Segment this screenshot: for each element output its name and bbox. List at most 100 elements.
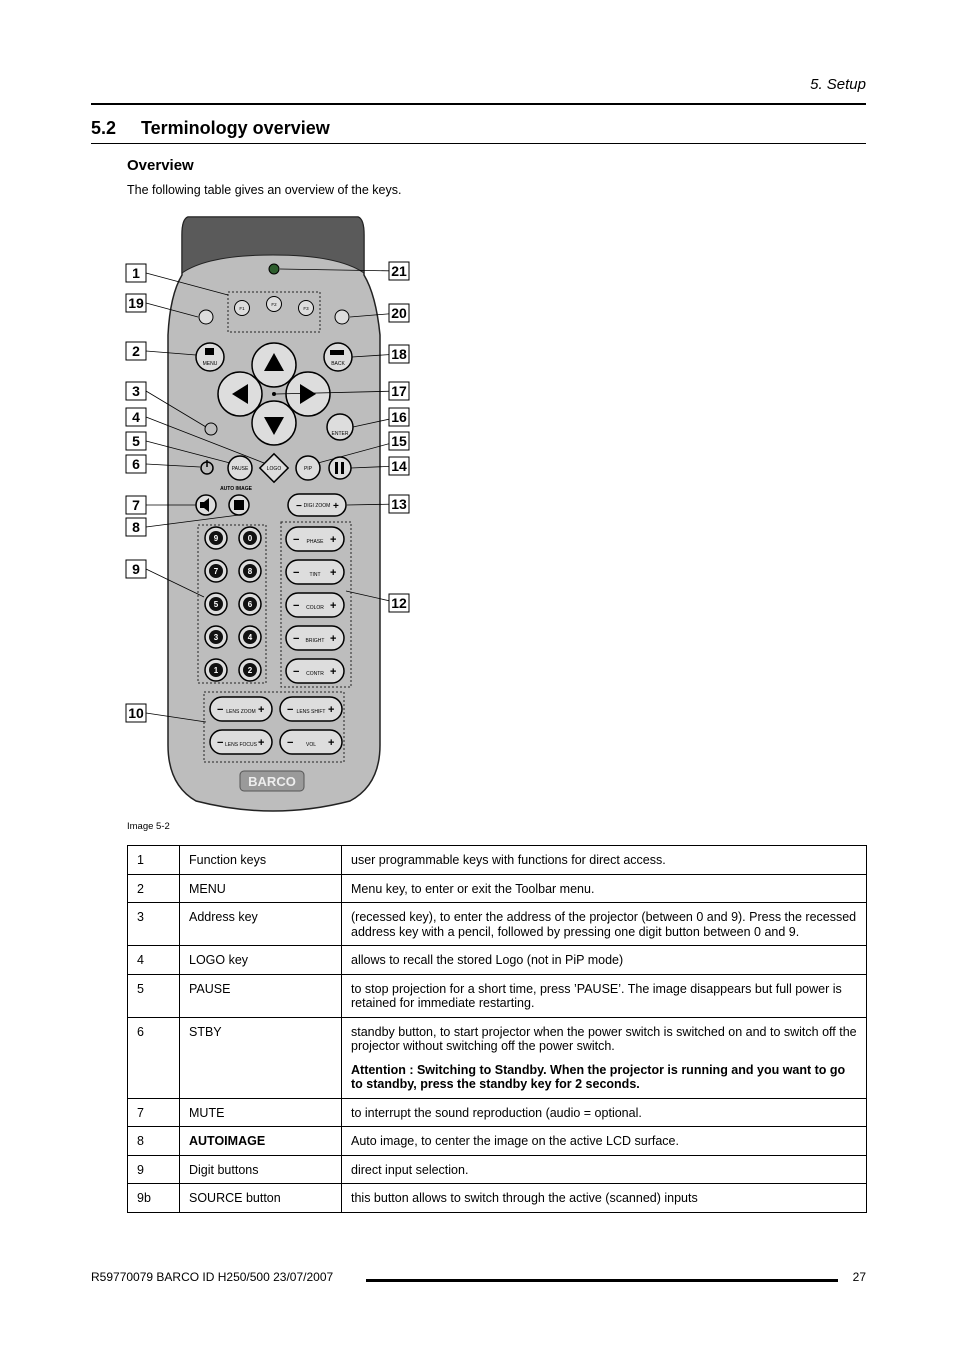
plus-icon: + (330, 534, 336, 546)
back-button[interactable]: BACK (323, 342, 353, 372)
key-description: Menu key, to enter or exit the Toolbar m… (341, 873, 867, 903)
navigation-pad[interactable] (217, 342, 331, 446)
key-description: to stop projection for a short time, pre… (341, 973, 867, 1018)
callout-number: 1 (132, 265, 140, 281)
key-description-text: allows to recall the stored Logo (not in… (351, 953, 624, 967)
brand-plate (239, 770, 305, 792)
lens-zoom-button[interactable] (209, 696, 273, 722)
digit-label: 2 (248, 666, 253, 675)
callout-box (388, 381, 410, 401)
pause-button[interactable]: PAUSE (227, 455, 253, 481)
key-number: 6 (127, 1016, 180, 1099)
bright-button-label: BRIGHT (306, 638, 325, 644)
plus-icon: + (330, 666, 336, 678)
tint-button-label: TINT (309, 572, 320, 578)
minus-icon: − (217, 704, 223, 716)
callout-box (125, 407, 147, 427)
figure-caption: Image 5-2 (127, 821, 170, 832)
enter-button[interactable]: ENTER (326, 413, 354, 441)
contr-button[interactable] (285, 658, 345, 684)
function-key-f2[interactable]: F2 (266, 296, 282, 312)
key-number: 1 (127, 845, 180, 875)
phase-button[interactable] (285, 526, 345, 552)
section-title-text: Terminology overview (141, 118, 330, 138)
lens-focus-button[interactable] (209, 729, 273, 755)
svg-text:PIP: PIP (304, 466, 313, 472)
minus-icon: − (287, 704, 293, 716)
key-description-text: (recessed key), to enter the address of … (351, 910, 857, 939)
volume-button[interactable] (279, 729, 343, 755)
key-number: 7 (127, 1097, 180, 1127)
bright-button[interactable] (285, 625, 345, 651)
footer-document-info: R59770079 BARCO ID H250/500 23/07/2007 (91, 1270, 334, 1284)
callout-box (125, 559, 147, 579)
menu-button[interactable]: MENU (195, 342, 225, 372)
plus-icon: + (330, 600, 336, 612)
footer-rule (366, 1279, 838, 1282)
plus-icon: + (258, 704, 264, 716)
plus-icon: + (258, 737, 264, 749)
attention-note: Attention : Switching to Standby. When t… (351, 1062, 846, 1092)
callout-number: 19 (128, 295, 144, 311)
function-key-f3[interactable]: F3 (298, 300, 314, 316)
pip-button[interactable]: PIP (295, 455, 321, 481)
mute-button[interactable] (195, 494, 217, 516)
logo-button[interactable]: LOGO (258, 452, 290, 484)
auto-image-button[interactable] (228, 494, 250, 516)
tint-button[interactable] (285, 559, 345, 585)
callout-box (125, 431, 147, 451)
key-description: to interrupt the sound reproduction (aud… (341, 1097, 867, 1127)
digi-zoom-button[interactable]: − + DIGI ZOOM (287, 493, 347, 517)
lens-shift-button[interactable] (279, 696, 343, 722)
key-description-text: direct input selection. (351, 1162, 469, 1177)
key-number: 8 (127, 1126, 180, 1156)
svg-text:+: + (333, 501, 339, 512)
remote-control-illustration: F1 F2 F3 MENU BACK ENTER PAUSE (125, 216, 410, 812)
callout-number: 14 (391, 458, 407, 474)
plus-icon: + (330, 567, 336, 579)
intro-text: The following table gives an overview of… (127, 183, 402, 197)
digit-button-face (209, 597, 223, 611)
key-number: 9 (127, 1154, 180, 1184)
callout-box (125, 495, 147, 515)
callout-box (388, 407, 410, 427)
header-rule (91, 103, 866, 105)
key-description: this button allows to switch through the… (341, 1183, 867, 1213)
left-top-key[interactable] (198, 309, 214, 325)
lens-buttons[interactable]: −+LENS ZOOM−+LENS SHIFT−+LENS FOCUS−+VOL (209, 696, 343, 755)
key-description: allows to recall the stored Logo (not in… (341, 945, 867, 975)
digit-label: 6 (248, 600, 253, 609)
callout-number: 12 (391, 595, 407, 611)
key-name: Digit buttons (179, 1154, 342, 1184)
callout-box (388, 344, 410, 364)
digit-button-face (243, 531, 257, 545)
adjust-buttons[interactable]: −+PHASE−+TINT−+COLOR−+BRIGHT−+CONTR (285, 526, 345, 684)
callout-box (125, 341, 147, 361)
key-description-text: Auto image, to center the image on the a… (351, 1134, 679, 1148)
key-name: STBY (179, 1016, 342, 1099)
digit-label: 3 (214, 633, 219, 642)
standby-button[interactable] (200, 460, 214, 475)
minus-icon: − (217, 737, 223, 749)
digit-button-face (209, 630, 223, 644)
plus-icon: + (328, 704, 334, 716)
svg-text:DIGI ZOOM: DIGI ZOOM (304, 503, 331, 509)
minus-icon: − (293, 600, 299, 612)
color-button[interactable] (285, 592, 345, 618)
callout-box (125, 517, 147, 537)
digit-button-face (209, 663, 223, 677)
address-key[interactable] (204, 422, 218, 436)
minus-icon: − (293, 567, 299, 579)
function-key-f1[interactable]: F1 (234, 300, 250, 316)
freeze-button[interactable] (328, 456, 352, 480)
right-top-key[interactable] (334, 309, 350, 325)
key-description: user programmable keys with functions fo… (341, 845, 867, 875)
plus-icon: + (330, 633, 336, 645)
key-name: Address key (179, 902, 342, 946)
brand-logo: BARCO (248, 774, 296, 789)
